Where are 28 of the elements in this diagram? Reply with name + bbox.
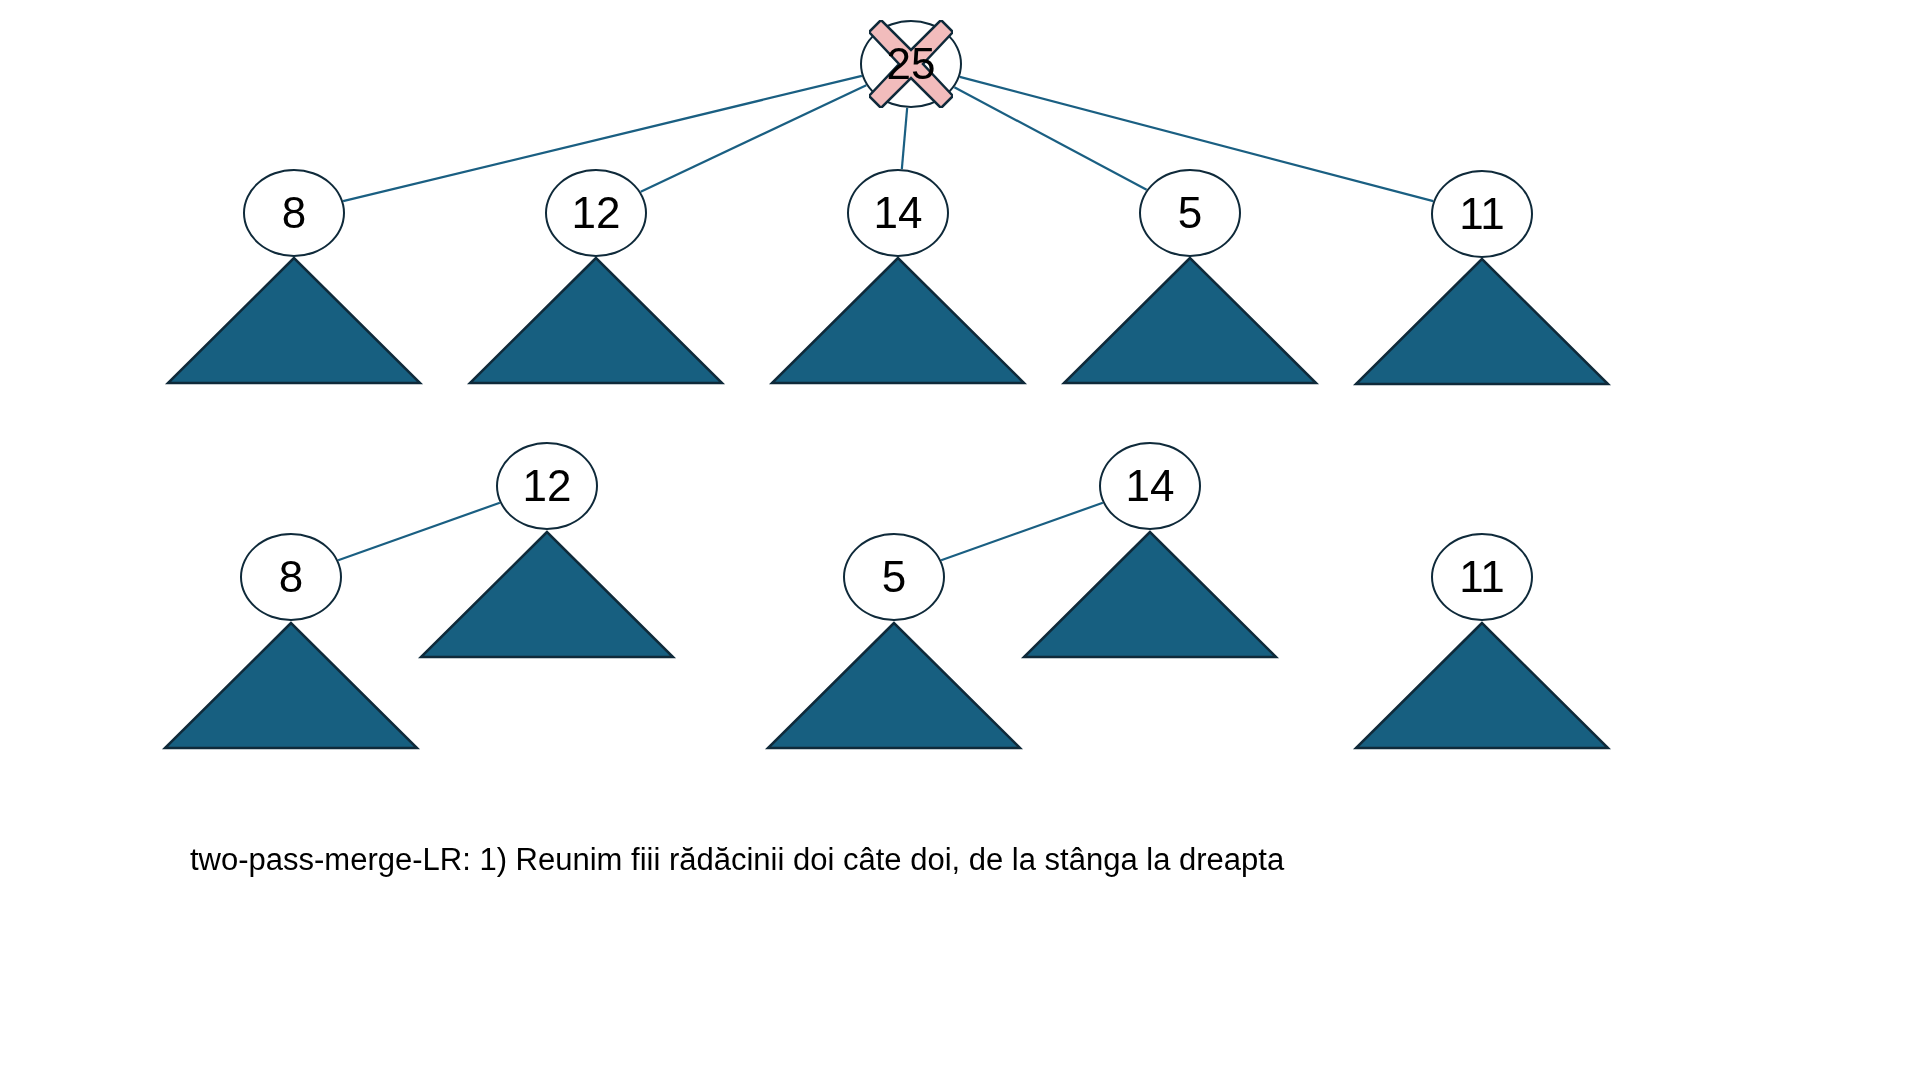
- node-key: 11: [1459, 192, 1505, 236]
- node-key: 8: [278, 555, 304, 599]
- node-key: 12: [522, 464, 572, 508]
- tree-edge: [940, 501, 1104, 562]
- subtree-triangle: [1355, 622, 1609, 749]
- subtree-triangle: [420, 531, 674, 658]
- subtree-triangle: [1355, 258, 1609, 385]
- caption-text: two-pass-merge-LR: 1) Reunim fiii rădăcinii doi câte doi, de la stânga la dreapta: [190, 842, 1285, 878]
- tree-edge: [953, 86, 1148, 191]
- node-key: 5: [1177, 191, 1203, 235]
- node-key: 11: [1459, 555, 1505, 599]
- subtree-triangle: [164, 622, 418, 749]
- tree-edge: [959, 75, 1434, 203]
- node-key: 5: [881, 555, 907, 599]
- tree-edge: [342, 74, 863, 203]
- subtree-triangle: [767, 622, 1021, 749]
- subtree-triangle: [1063, 257, 1317, 384]
- subtree-triangle: [1023, 531, 1277, 658]
- node-key: 14: [1125, 464, 1175, 508]
- tree-edge: [900, 107, 909, 170]
- subtree-triangle: [469, 257, 723, 384]
- tree-edge: [640, 84, 867, 193]
- tree-edge: [337, 501, 501, 562]
- node-key: 14: [873, 191, 923, 235]
- subtree-triangle: [167, 257, 421, 384]
- subtree-triangle: [771, 257, 1025, 384]
- node-key: 12: [571, 191, 621, 235]
- node-key: 8: [281, 191, 307, 235]
